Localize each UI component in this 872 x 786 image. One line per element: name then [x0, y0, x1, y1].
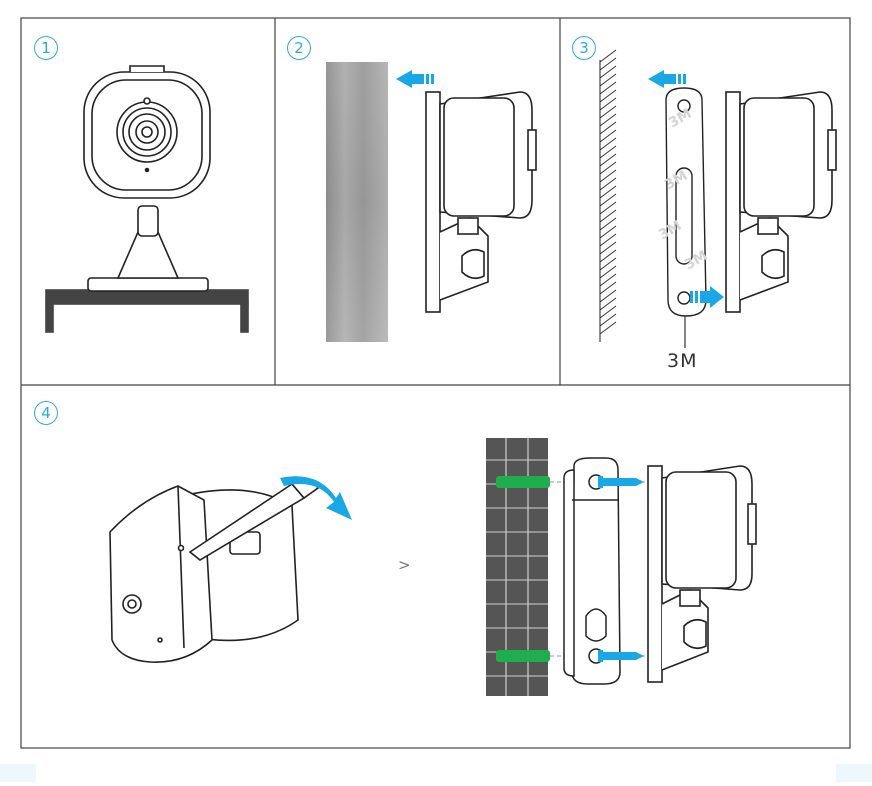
camera-side-view	[725, 91, 837, 313]
hatch-line	[599, 273, 617, 287]
step-arrow-icon	[396, 70, 434, 88]
step-number-2: 2	[287, 36, 311, 60]
hatch-line	[599, 97, 617, 111]
hatch-line	[599, 177, 617, 191]
hatch-line	[599, 321, 617, 335]
step-arrow-icon	[648, 70, 686, 88]
camera-on-shelf-illustration	[45, 65, 249, 333]
wall-hatching	[599, 49, 617, 335]
hatch-line	[599, 313, 617, 327]
hatch-line	[599, 297, 617, 311]
hatch-line	[599, 201, 617, 215]
screw-icon	[598, 476, 644, 662]
page-corner-right	[836, 764, 872, 782]
step-number-3: 3	[572, 36, 596, 60]
hatch-line	[599, 73, 617, 87]
label-3m: 3M	[667, 350, 698, 372]
panel-borders	[20, 17, 851, 749]
camera-side-view	[647, 465, 757, 683]
hatch-line	[599, 305, 617, 319]
hatch-line	[599, 161, 617, 175]
step-number-4: 4	[34, 401, 58, 425]
hatch-line	[599, 209, 617, 223]
hatch-line	[599, 265, 617, 279]
hatch-line	[599, 129, 617, 143]
hatch-line	[599, 185, 617, 199]
hatch-line	[599, 249, 617, 263]
hatch-line	[599, 121, 617, 135]
hatch-line	[599, 281, 617, 295]
metal-surface-illustration	[326, 62, 388, 342]
hatch-line	[599, 65, 617, 79]
hatch-line	[599, 153, 617, 167]
mounting-plate	[563, 457, 621, 685]
hatch-line	[599, 233, 617, 247]
hatch-line	[599, 193, 617, 207]
hatch-line	[599, 145, 617, 159]
step-separator: >	[398, 556, 411, 574]
hatch-line	[599, 57, 617, 71]
hatch-line	[599, 113, 617, 127]
page-corner-left	[0, 764, 36, 782]
step-arrow-icon	[690, 286, 724, 308]
hatch-line	[599, 49, 617, 63]
hatch-line	[599, 225, 617, 239]
pry-tool-icon	[280, 476, 352, 520]
hatch-line	[599, 105, 617, 119]
step-number-1: 1	[34, 36, 58, 60]
adhesive-pad-3m	[665, 87, 707, 317]
hatch-line	[599, 241, 617, 255]
hatch-line	[599, 169, 617, 183]
hatch-line	[599, 217, 617, 231]
hatch-line	[599, 81, 617, 95]
camera-mount-removal-illustration	[109, 480, 320, 663]
hatch-line	[599, 137, 617, 151]
hatch-line	[599, 257, 617, 271]
hatch-line	[599, 89, 617, 103]
camera-side-view	[425, 91, 537, 313]
hatch-line	[599, 289, 617, 303]
wall-anchor-icon	[496, 476, 550, 662]
